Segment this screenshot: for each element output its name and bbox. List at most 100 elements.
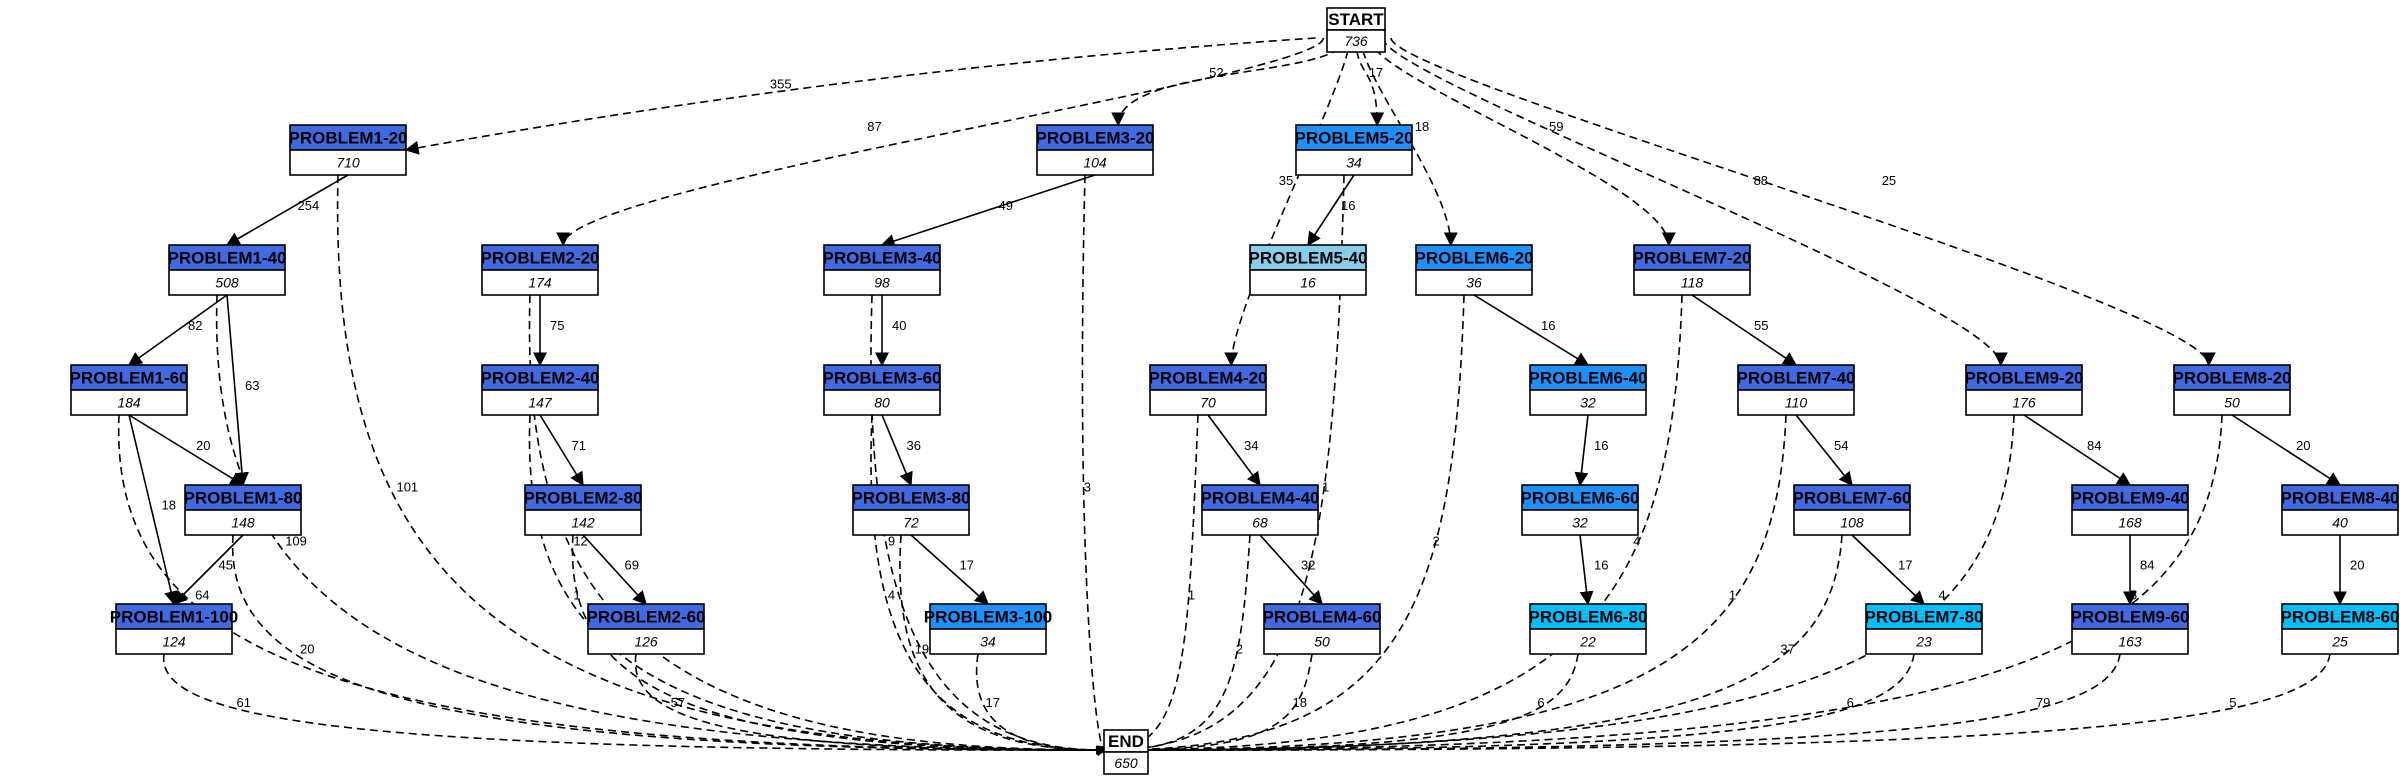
node-title: PROBLEM8-60 <box>2280 608 2399 627</box>
node-value-cell <box>2071 628 2189 655</box>
node-value-cell <box>1965 389 2083 416</box>
edge-start-to-p5-20: 17 <box>1355 37 1385 127</box>
edge-p3-20-to-p3-40: 49 <box>880 174 1096 248</box>
node-title: PROBLEM5-40 <box>1248 249 1367 268</box>
edge-line <box>1106 534 1251 755</box>
node-title: PROBLEM2-20 <box>480 249 599 268</box>
node-header <box>115 603 233 630</box>
node-value-cell <box>1521 509 1639 536</box>
edge-count-label: 20 <box>2296 438 2310 453</box>
edge-line <box>2023 414 2132 486</box>
edge-p1-40-to-p1-80: 63 <box>226 294 259 487</box>
edge-line <box>1473 294 1590 366</box>
node-title: PROBLEM3-40 <box>822 249 941 268</box>
edge-p4-40-to-end: 2 <box>1106 534 1251 755</box>
edge-line <box>231 534 1107 755</box>
edge-count-label: 18 <box>162 498 176 513</box>
node-count: 118 <box>1681 275 1704 291</box>
edge-count-label: 20 <box>2350 558 2364 573</box>
edge-count-label: 69 <box>625 558 639 573</box>
edge-line <box>1851 534 1926 605</box>
edge-line <box>117 414 1106 755</box>
node-header <box>929 603 1047 630</box>
edge-p6-60-to-p6-80: 16 <box>1579 534 1608 606</box>
edge-p6-40-to-p6-60: 16 <box>1574 414 1608 487</box>
node-header <box>1965 364 2083 391</box>
node-header <box>1529 603 1647 630</box>
edge-p3-100-to-end: 17 <box>975 653 1108 755</box>
edge-line <box>899 534 1107 755</box>
edge-count-label: 254 <box>298 198 320 213</box>
node-value-cell <box>184 509 302 536</box>
node-value-cell <box>929 628 1047 655</box>
edge-count-label: 59 <box>1549 119 1563 134</box>
node-header <box>1295 124 1413 151</box>
node-count: 25 <box>2331 634 2348 650</box>
node-count: 650 <box>1114 755 1138 771</box>
edge-count-label: 20 <box>300 641 314 656</box>
edge-count-label: 34 <box>1244 438 1258 453</box>
node-count: 174 <box>528 275 552 291</box>
edge-count-label: 61 <box>237 695 251 710</box>
edge-count-label: 18 <box>1415 119 1429 134</box>
node-value-cell <box>1326 29 1386 53</box>
node-count: 50 <box>2224 395 2240 411</box>
node-value-cell <box>1263 628 1381 655</box>
node-title: PROBLEM3-100 <box>924 608 1052 627</box>
node-value-cell <box>115 628 233 655</box>
edge-p6-20-to-p6-40: 16 <box>1473 294 1590 366</box>
edge-line <box>1579 534 1594 606</box>
edge-p1-20-to-end: 101 <box>336 174 1105 755</box>
edge-count-label: 37 <box>1780 641 1794 656</box>
edge-count-label: 71 <box>572 438 586 453</box>
edge-count-label: 4 <box>888 587 895 602</box>
edge-count-label: 2 <box>1432 533 1439 548</box>
edge-p6-20-to-end: 2 <box>1104 294 1465 755</box>
node-title: PROBLEM9-60 <box>2070 608 2189 627</box>
node-count: 22 <box>1579 634 1596 650</box>
node-count: 710 <box>336 155 360 171</box>
edge-p7-80-to-end: 6 <box>1106 653 1915 755</box>
edge-count-label: 4 <box>1633 533 1640 548</box>
edge-p1-100-to-end: 61 <box>162 653 1107 755</box>
edge-count-label: 52 <box>1209 65 1223 80</box>
edge-count-label: 84 <box>2140 558 2154 573</box>
edge-line <box>226 294 249 487</box>
edge-p7-40-to-p7-60: 54 <box>1795 414 1853 487</box>
node-title: PROBLEM7-60 <box>1792 489 1911 508</box>
node-header <box>2071 603 2189 630</box>
edge-line <box>1207 414 1261 487</box>
node-value-cell <box>823 389 941 416</box>
edge-p1-80-to-p1-100: 45 <box>173 534 244 605</box>
node-header <box>823 244 941 271</box>
edge-p2-40-to-end: 1 <box>528 414 1108 755</box>
node-value-cell <box>1865 628 1983 655</box>
edge-p8-60-to-end: 5 <box>1104 653 2331 755</box>
edge-p1-80-to-end: 20 <box>231 534 1107 755</box>
edge-count-label: 1 <box>1322 479 1329 494</box>
node-header <box>2281 603 2399 630</box>
edge-count-label: 84 <box>2087 438 2101 453</box>
edge-p4-20-to-end: 1 <box>1106 414 1199 755</box>
edge-line <box>1381 37 2008 367</box>
edge-count-label: 101 <box>396 479 418 494</box>
